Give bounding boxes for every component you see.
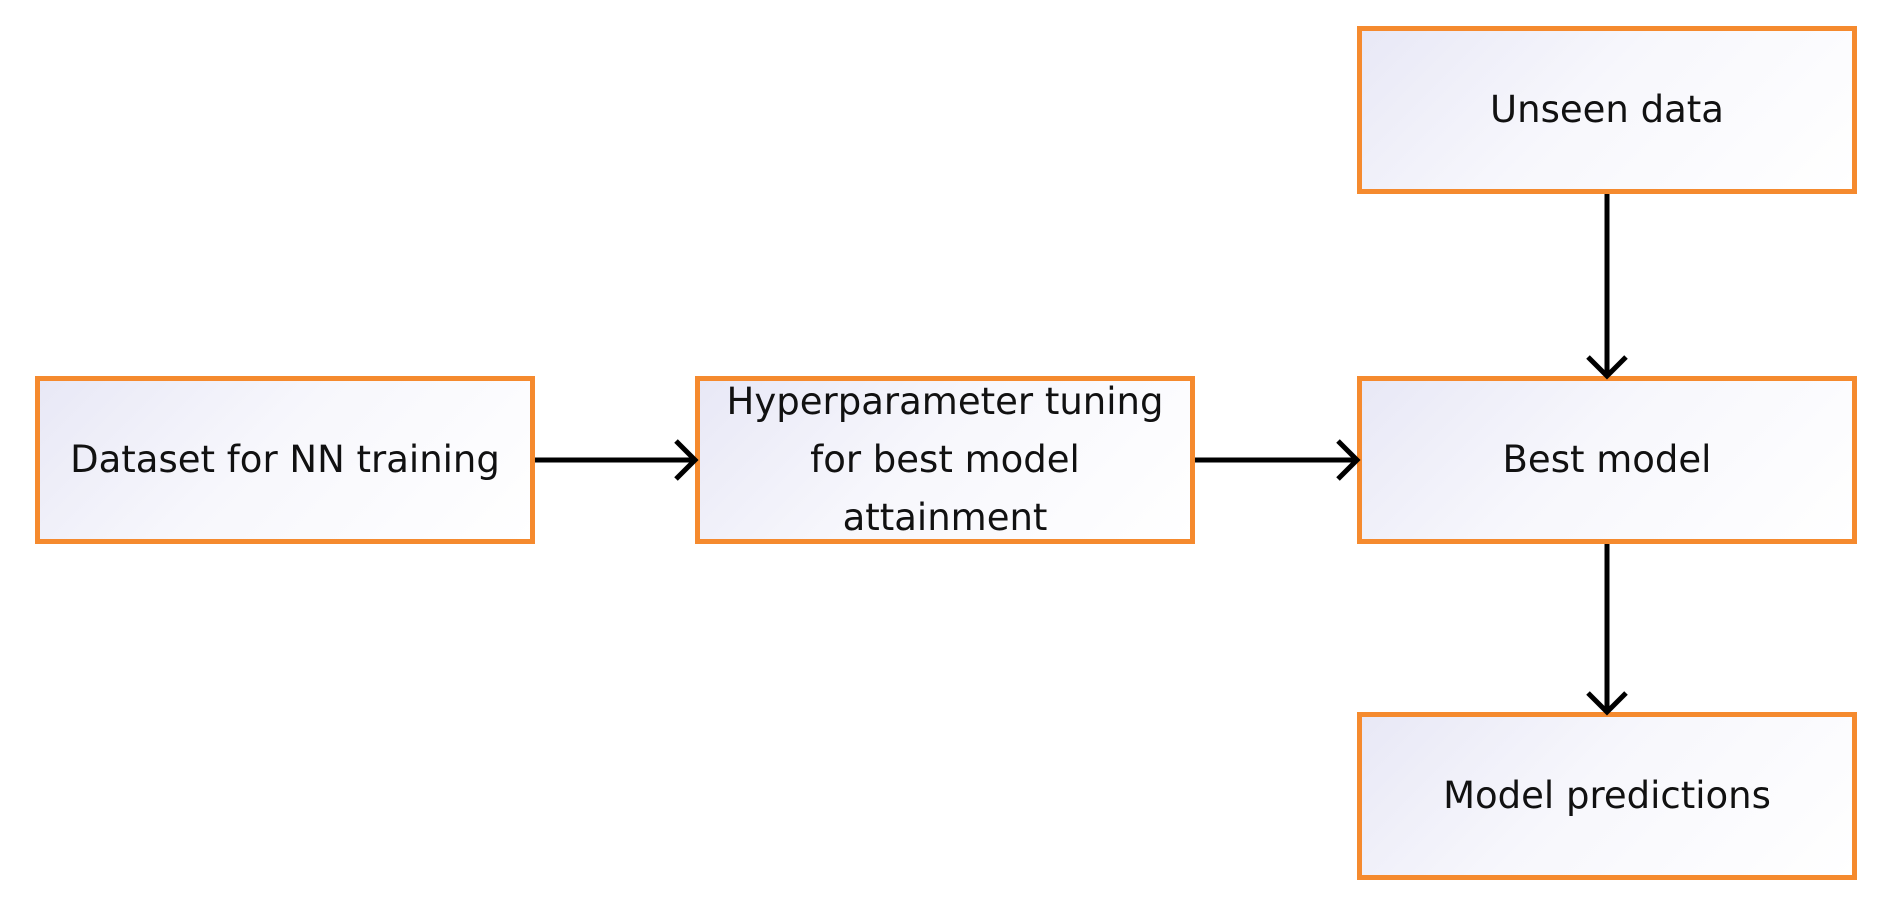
unseen-data-node: Unseen data <box>1357 26 1857 194</box>
model-predictions-node: Model predictions <box>1357 712 1857 880</box>
model-predictions-label: Model predictions <box>1443 774 1771 817</box>
arrow-hyperparameter-to-best-model <box>1195 439 1361 481</box>
hyperparameter-label-line-1: Hyperparameter tuning <box>726 380 1164 423</box>
hyperparameter-tuning-node: Hyperparameter tuning for best model att… <box>695 376 1195 544</box>
arrow-dataset-to-hyperparameter <box>535 439 699 481</box>
hyperparameter-label-line-2: for best model <box>810 438 1080 481</box>
dataset-label: Dataset for NN training <box>70 438 500 481</box>
best-model-node: Best model <box>1357 376 1857 544</box>
dataset-node: Dataset for NN training <box>35 376 535 544</box>
arrow-unseen-data-to-best-model <box>1586 194 1628 380</box>
arrow-best-model-to-predictions <box>1586 544 1628 716</box>
best-model-label: Best model <box>1502 438 1712 481</box>
hyperparameter-label-line-3: attainment <box>842 496 1048 539</box>
unseen-data-label: Unseen data <box>1490 88 1724 131</box>
